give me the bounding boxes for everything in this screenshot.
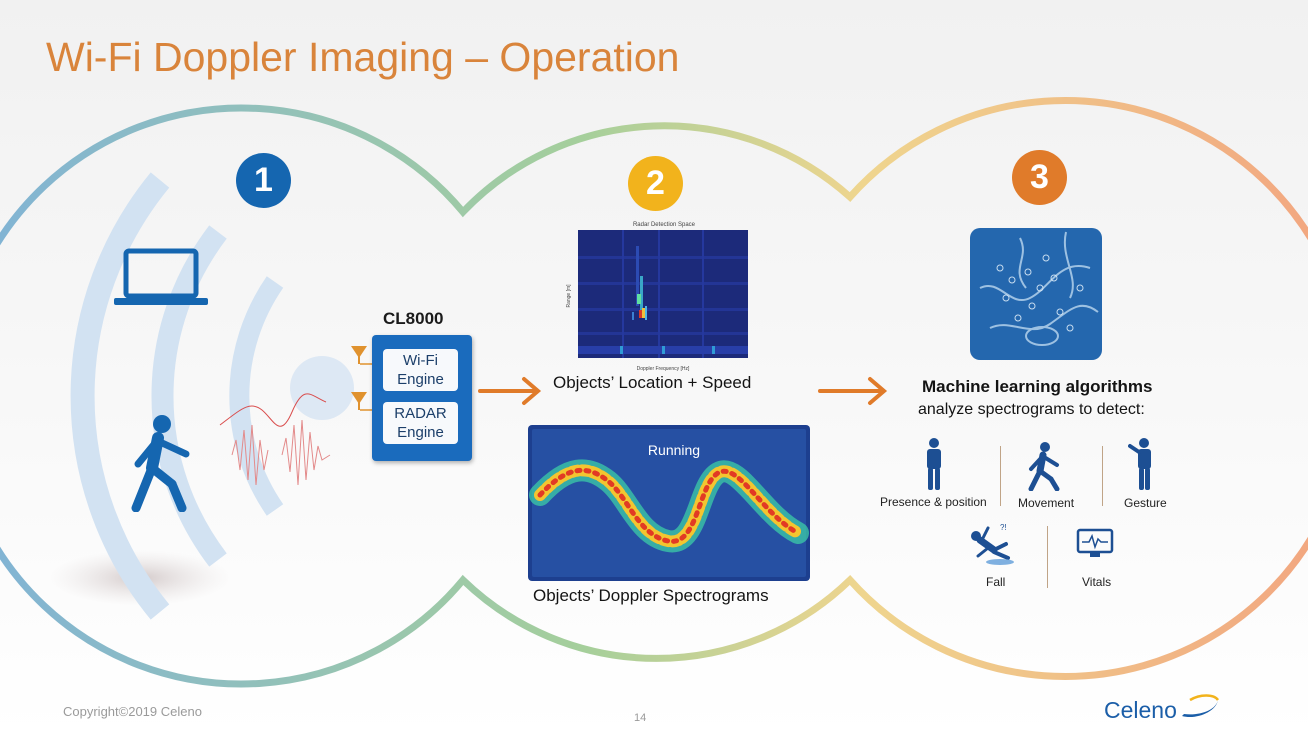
svg-text:?!: ?! — [1000, 523, 1007, 532]
vitals-monitor-icon — [1076, 528, 1114, 557]
laptop-icon — [114, 248, 208, 305]
radar-plot-area — [578, 230, 748, 358]
detection-gesture-label: Gesture — [1124, 496, 1167, 510]
spectrogram-label: Running — [648, 442, 700, 458]
divider-1 — [1000, 446, 1001, 506]
machine-learning-image — [970, 228, 1102, 360]
divider-3 — [1047, 526, 1048, 588]
standing-person-icon — [927, 438, 941, 490]
doppler-caption: Objects’ Doppler Spectrograms — [533, 586, 769, 605]
wifi-waves — [70, 172, 284, 620]
gesture-person-icon — [1128, 438, 1151, 490]
copyright-text: Copyright©2019 Celeno — [63, 704, 202, 719]
radar-plot-xlabel: Doppler Frequency [Hz] — [637, 366, 690, 372]
doppler-spectrogram: Running — [528, 425, 810, 581]
radar-heat-stripes — [578, 230, 748, 358]
chip-title: CL8000 — [383, 309, 444, 328]
step-2-badge: 2 — [628, 156, 683, 211]
slide-title: Wi-Fi Doppler Imaging – Operation — [46, 34, 680, 80]
arrow-2 — [818, 377, 888, 405]
radar-plot-title: Radar Detection Space — [633, 222, 696, 228]
step-1-badge: 1 — [236, 153, 291, 208]
radar-plot-ylabel: Range [m] — [566, 284, 572, 308]
walking-person-icon — [131, 415, 190, 512]
detection-presence-label: Presence & position — [880, 495, 987, 509]
detection-movement-label: Movement — [1018, 496, 1075, 510]
arrow-1 — [478, 377, 542, 405]
movement-person-icon — [1028, 442, 1060, 491]
page-number: 14 — [634, 712, 647, 724]
step-3-badge: 3 — [1012, 150, 1067, 205]
wifi-engine-label: Wi-Fi Engine — [383, 349, 458, 391]
celeno-logo: Celeno — [1104, 697, 1177, 723]
signal-waveforms — [219, 393, 331, 486]
ml-title: Machine learning algorithms — [922, 377, 1153, 396]
location-speed-caption: Objects’ Location + Speed — [553, 373, 752, 392]
cl8000-chip: Wi-Fi Engine RADAR Engine — [372, 335, 472, 461]
radar-detection-plot: Radar Detection Space Range [m] Doppler … — [566, 222, 748, 372]
three-circle-outline — [0, 97, 1308, 688]
detection-vitals-label: Vitals — [1082, 575, 1112, 589]
detection-fall-label: Fall — [986, 575, 1006, 589]
antenna-icon — [351, 346, 373, 411]
signal-source-circle — [290, 356, 354, 420]
falling-person-icon: ?! — [971, 523, 1014, 565]
ml-subtitle: analyze spectrograms to detect: — [918, 401, 1145, 418]
radar-engine-label: RADAR Engine — [383, 402, 458, 444]
divider-2 — [1102, 446, 1103, 506]
logo-swoosh-icon — [1182, 694, 1220, 718]
